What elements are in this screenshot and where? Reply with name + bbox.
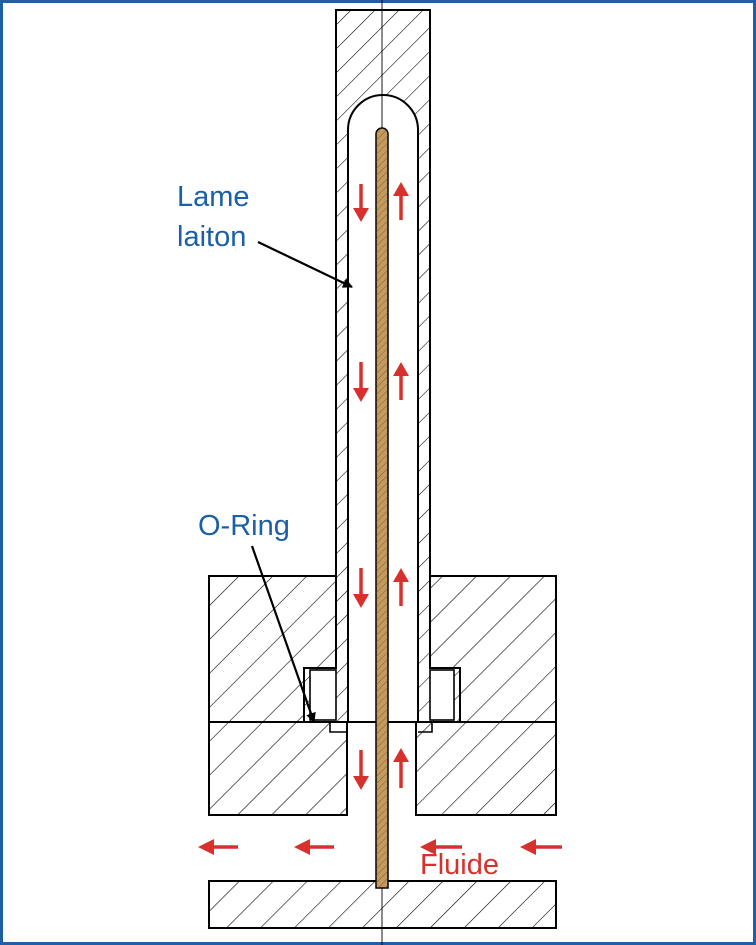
arrow-left-2 [294, 839, 334, 855]
arrow-left-4 [520, 839, 562, 855]
tube [303, 9, 461, 733]
arrow-down-2 [353, 362, 369, 402]
flow-arrows [198, 182, 562, 855]
arrow-left-1 [198, 839, 238, 855]
arrow-up-3 [393, 568, 409, 606]
oring-leader-line [250, 545, 316, 723]
arrow-up-1 [393, 182, 409, 220]
arrow-down-1 [353, 184, 369, 222]
upper-housing [208, 575, 557, 723]
blade-leader-line [257, 241, 353, 288]
blade-label-line1: Lame [177, 181, 250, 213]
oring-label: O-Ring [198, 510, 290, 542]
arrow-down-4 [353, 750, 369, 790]
arrow-down-3 [353, 568, 369, 608]
fluid-label: Fluide [420, 849, 499, 881]
brass-blade [375, 127, 389, 889]
lower-housing [208, 721, 557, 929]
arrow-up-2 [393, 362, 409, 400]
arrow-up-4 [393, 748, 409, 788]
arrow-left-3 [420, 839, 462, 855]
blade-label-line2: laiton [177, 221, 246, 253]
